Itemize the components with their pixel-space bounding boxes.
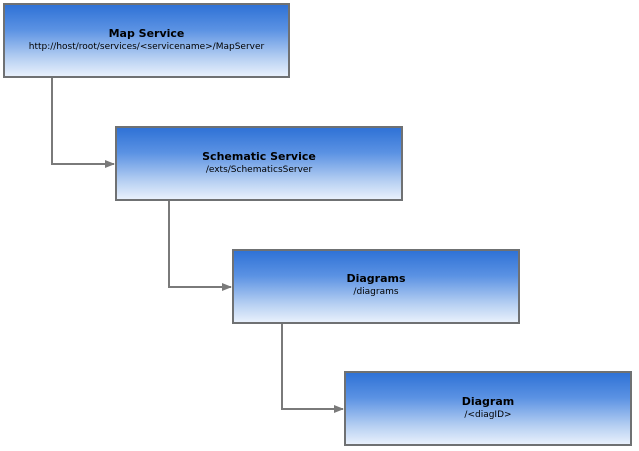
- connector-diagrams-to-diagram: [281, 324, 344, 413]
- diagram-title: Diagram: [461, 395, 515, 408]
- diagrams-path: /diagrams: [353, 287, 399, 297]
- schematic-service-path: /exts/SchematicsServer: [205, 165, 313, 175]
- map-service-title: Map Service: [108, 27, 185, 40]
- schematic-service-node: Schematic Service /exts/SchematicsServer: [115, 126, 403, 201]
- diagrams-title: Diagrams: [346, 272, 406, 285]
- diagram-path: /<diagID>: [464, 410, 512, 420]
- map-service-path: http://host/root/services/<servicename>/…: [28, 42, 265, 52]
- diagram-node: Diagram /<diagID>: [344, 371, 632, 446]
- diagrams-node: Diagrams /diagrams: [232, 249, 520, 324]
- connector-map-to-schematic: [51, 78, 115, 168]
- map-service-node: Map Service http://host/root/services/<s…: [3, 3, 290, 78]
- connector-schematic-to-diagrams: [168, 201, 232, 291]
- schematic-service-title: Schematic Service: [202, 150, 316, 163]
